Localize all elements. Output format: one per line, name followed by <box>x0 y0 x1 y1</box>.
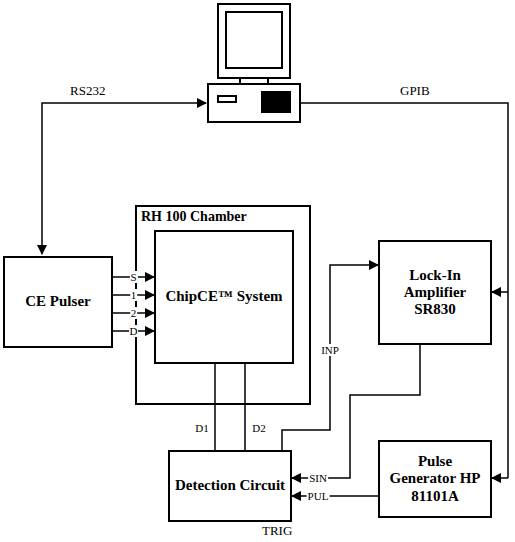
interface-label: RS232 <box>70 84 105 98</box>
signal-connector <box>214 364 216 450</box>
chamber-box: RH 100 ChamberChipCE™ System <box>135 205 311 405</box>
box-label: Lock-In Amplifier SR830 <box>384 267 486 319</box>
signal-name: D <box>129 325 139 337</box>
signal-name: PUL <box>307 490 330 502</box>
signal-name: D2 <box>251 422 266 434</box>
group-title: RH 100 Chamber <box>141 209 247 225</box>
drive-bay <box>262 92 290 112</box>
signal-name: SIN <box>308 472 328 484</box>
signal-connector <box>282 265 378 450</box>
generator-box: Pulse Generator HP 81101A <box>378 440 492 518</box>
signal-name: 1 <box>130 289 138 301</box>
signal-connector <box>244 364 246 450</box>
gpib-branch <box>492 291 508 293</box>
interface-label: GPIB <box>400 84 430 98</box>
signal-connector <box>292 495 378 497</box>
gpib-branch <box>492 477 508 479</box>
pulser-box: CE Pulser <box>3 256 113 348</box>
box-label: Pulse Generator HP 81101A <box>384 453 486 505</box>
computer-case <box>208 84 300 122</box>
signal-name: S <box>129 271 137 283</box>
detection-box: Detection Circuit <box>168 450 292 522</box>
drive-slot <box>218 96 236 102</box>
signal-name: INP <box>320 344 340 356</box>
chip-system-box: ChipCE™ System <box>154 230 294 364</box>
signal-name: 2 <box>130 307 138 319</box>
gpib-wire <box>300 103 508 478</box>
box-label: CE Pulser <box>25 293 90 310</box>
interface-label: TRIG <box>262 524 292 538</box>
amplifier-box: Lock-In Amplifier SR830 <box>378 240 492 345</box>
box-label: Detection Circuit <box>175 477 285 494</box>
monitor-screen <box>226 12 282 68</box>
signal-name: D1 <box>194 422 209 434</box>
computer-icon <box>208 4 300 122</box>
box-label: ChipCE™ System <box>165 288 282 305</box>
monitor-frame <box>218 4 290 78</box>
